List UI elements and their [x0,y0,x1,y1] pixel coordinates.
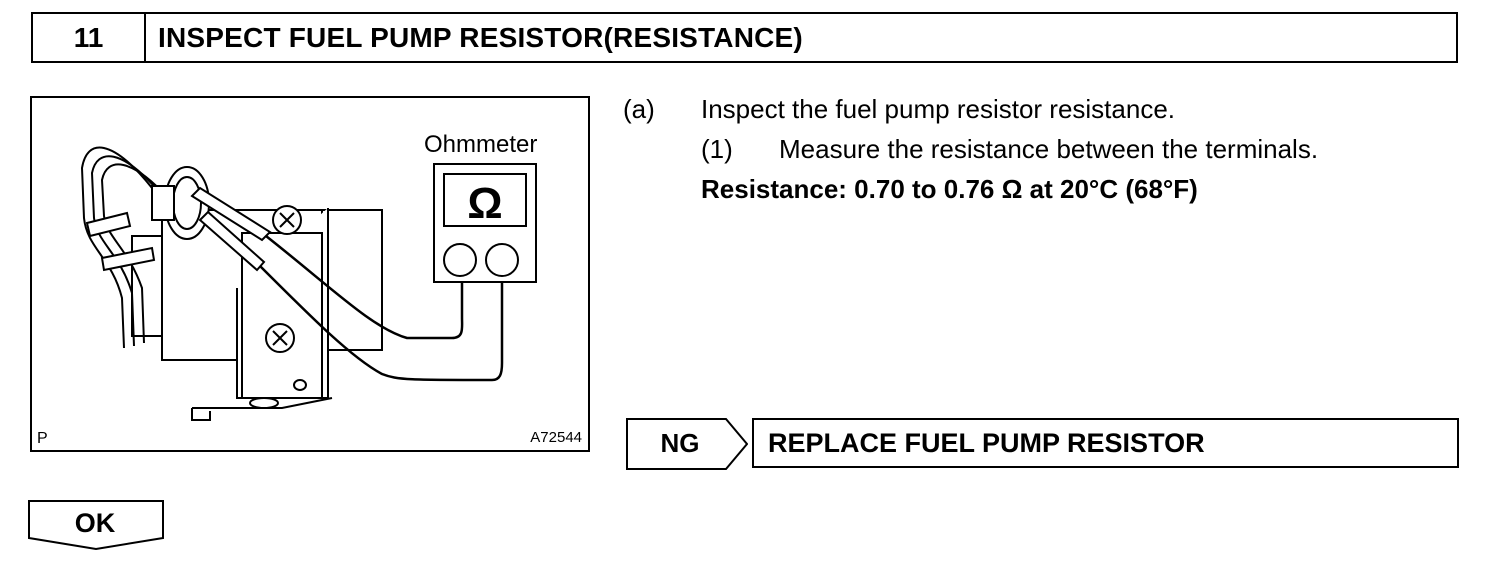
resistor-diagram: Ω [80,146,537,421]
step-title: INSPECT FUEL PUMP RESISTOR(RESISTANCE) [158,21,803,53]
instruction-a-text: Inspect the fuel pump resistor resistanc… [701,94,1176,124]
ohmmeter-label: Ohmmeter [424,131,538,158]
ng-arrow-box [626,418,748,470]
ohm-symbol: Ω [467,179,502,228]
ng-label: NG [660,427,700,458]
resistance-spec: Resistance: 0.70 to 0.76 Ω at 20°C (68°F… [701,174,1198,204]
ok-label: OK [74,507,116,538]
ohmmeter-illustration: Ω Ohmmeter P A72544 [30,96,590,452]
ng-action-box: REPLACE FUEL PUMP RESISTOR [752,418,1459,468]
instruction-a-marker: (a) [623,94,655,124]
instruction-1-text: Measure the resistance between the termi… [779,134,1319,164]
step-header: 11 INSPECT FUEL PUMP RESISTOR(RESISTANCE… [31,12,1458,63]
instruction-1-marker: (1) [701,134,733,164]
figure-corner-label: P [37,430,48,447]
ok-arrow-box [28,500,164,550]
step-number: 11 [33,14,146,61]
figure-code: A72544 [530,429,582,446]
